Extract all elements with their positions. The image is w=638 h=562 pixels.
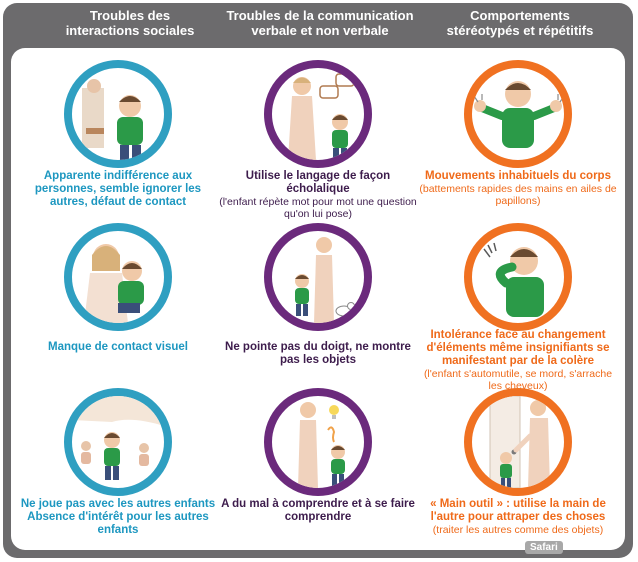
caption: Apparente indifférence aux personnes, se… bbox=[18, 170, 218, 209]
illustration-no-pointing bbox=[264, 223, 372, 331]
cell-indifference: Apparente indifférence aux personnes, se… bbox=[18, 60, 218, 222]
cell-body-movements: Mouvements inhabituels du corps (batteme… bbox=[418, 60, 618, 222]
illustration-hand-tool bbox=[464, 388, 572, 496]
caption: Utilise le langage de façon écholalique … bbox=[218, 170, 418, 220]
hand-flapping-icon bbox=[473, 81, 564, 148]
caption-main: « Main outil » : utilise la main de l'au… bbox=[430, 498, 606, 523]
header-communication: Troubles de la communication verbale et … bbox=[215, 8, 425, 38]
illustration-no-eye-contact bbox=[64, 223, 172, 331]
cell-play: Ne joue pas avec les autres enfants Abse… bbox=[18, 388, 218, 550]
caption-main: Mouvements inhabituels du corps bbox=[425, 170, 611, 182]
cell-intolerance-change: Intolérance face au changement d'élément… bbox=[418, 223, 618, 392]
illustration-tantrum bbox=[464, 223, 572, 331]
header-line: Troubles des bbox=[89, 8, 171, 23]
hand-on-door-icon bbox=[489, 396, 550, 488]
caption: Mouvements inhabituels du corps (batteme… bbox=[418, 170, 618, 207]
cell-hand-tool: « Main outil » : utilise la main de l'au… bbox=[418, 388, 618, 550]
adult-child-lightbulb-icon bbox=[298, 402, 345, 488]
adult-child-speech-icon bbox=[288, 73, 355, 160]
cell-pointing: Ne pointe pas du doigt, ne montre pas le… bbox=[218, 223, 418, 385]
child-alone-icon bbox=[72, 396, 164, 480]
caption-main: Apparente indifférence aux personnes, se… bbox=[34, 170, 202, 208]
caption-main: Ne pointe pas du doigt, ne montre pas le… bbox=[225, 341, 411, 366]
header-line: interactions sociales bbox=[65, 23, 195, 38]
illustration-understanding bbox=[264, 388, 372, 496]
caption-sub: (traiter les autres comme des objets) bbox=[432, 524, 604, 536]
header-stereotyped-behaviors: Comportements stéréotypés et répétitifs bbox=[420, 8, 620, 38]
caption-main: Utilise le langage de façon écholalique bbox=[245, 170, 391, 195]
cell-echolalia: Utilise le langage de façon écholalique … bbox=[218, 60, 418, 222]
child-biting-icon bbox=[483, 242, 544, 317]
cell-eye-contact: Manque de contact visuel bbox=[18, 223, 218, 385]
header-line: Comportements bbox=[470, 8, 570, 23]
child-adult-illustration-icon bbox=[82, 79, 143, 160]
caption: A du mal à comprendre et à se faire comp… bbox=[218, 498, 418, 524]
caption: Manque de contact visuel bbox=[18, 341, 218, 354]
header-line: stéréotypés et répétitifs bbox=[446, 23, 594, 38]
illustration-playing-alone bbox=[64, 388, 172, 496]
caption-sub: (l'enfant répète mot pour mot une questi… bbox=[219, 196, 417, 220]
illustration-child-ignoring-adult bbox=[64, 60, 172, 168]
caption-main: A du mal à comprendre et à se faire comp… bbox=[221, 498, 415, 523]
illustration-hand-flapping bbox=[464, 60, 572, 168]
header-line: verbale et non verbale bbox=[251, 23, 389, 38]
caption-main: Intolérance face au changement d'élément… bbox=[426, 329, 610, 367]
caption: « Main outil » : utilise la main de l'au… bbox=[418, 498, 618, 536]
adult-child-cat-icon bbox=[295, 237, 355, 323]
illustration-echolalia bbox=[264, 60, 372, 168]
caption-sub: (battements rapides des mains en ailes d… bbox=[419, 183, 617, 207]
mother-child-icon bbox=[84, 244, 144, 323]
cell-comprehension: A du mal à comprendre et à se faire comp… bbox=[218, 388, 418, 550]
caption: Ne pointe pas du doigt, ne montre pas le… bbox=[218, 341, 418, 367]
safari-watermark: Safari bbox=[525, 541, 563, 554]
caption: Ne joue pas avec les autres enfants Abse… bbox=[18, 498, 218, 537]
caption-main: Ne joue pas avec les autres enfants Abse… bbox=[20, 498, 216, 536]
caption-main: Manque de contact visuel bbox=[48, 341, 188, 353]
header-social-interactions: Troubles des interactions sociales bbox=[40, 8, 220, 38]
caption: Intolérance face au changement d'élément… bbox=[418, 329, 618, 392]
header-line: Troubles de la communication bbox=[226, 8, 414, 23]
